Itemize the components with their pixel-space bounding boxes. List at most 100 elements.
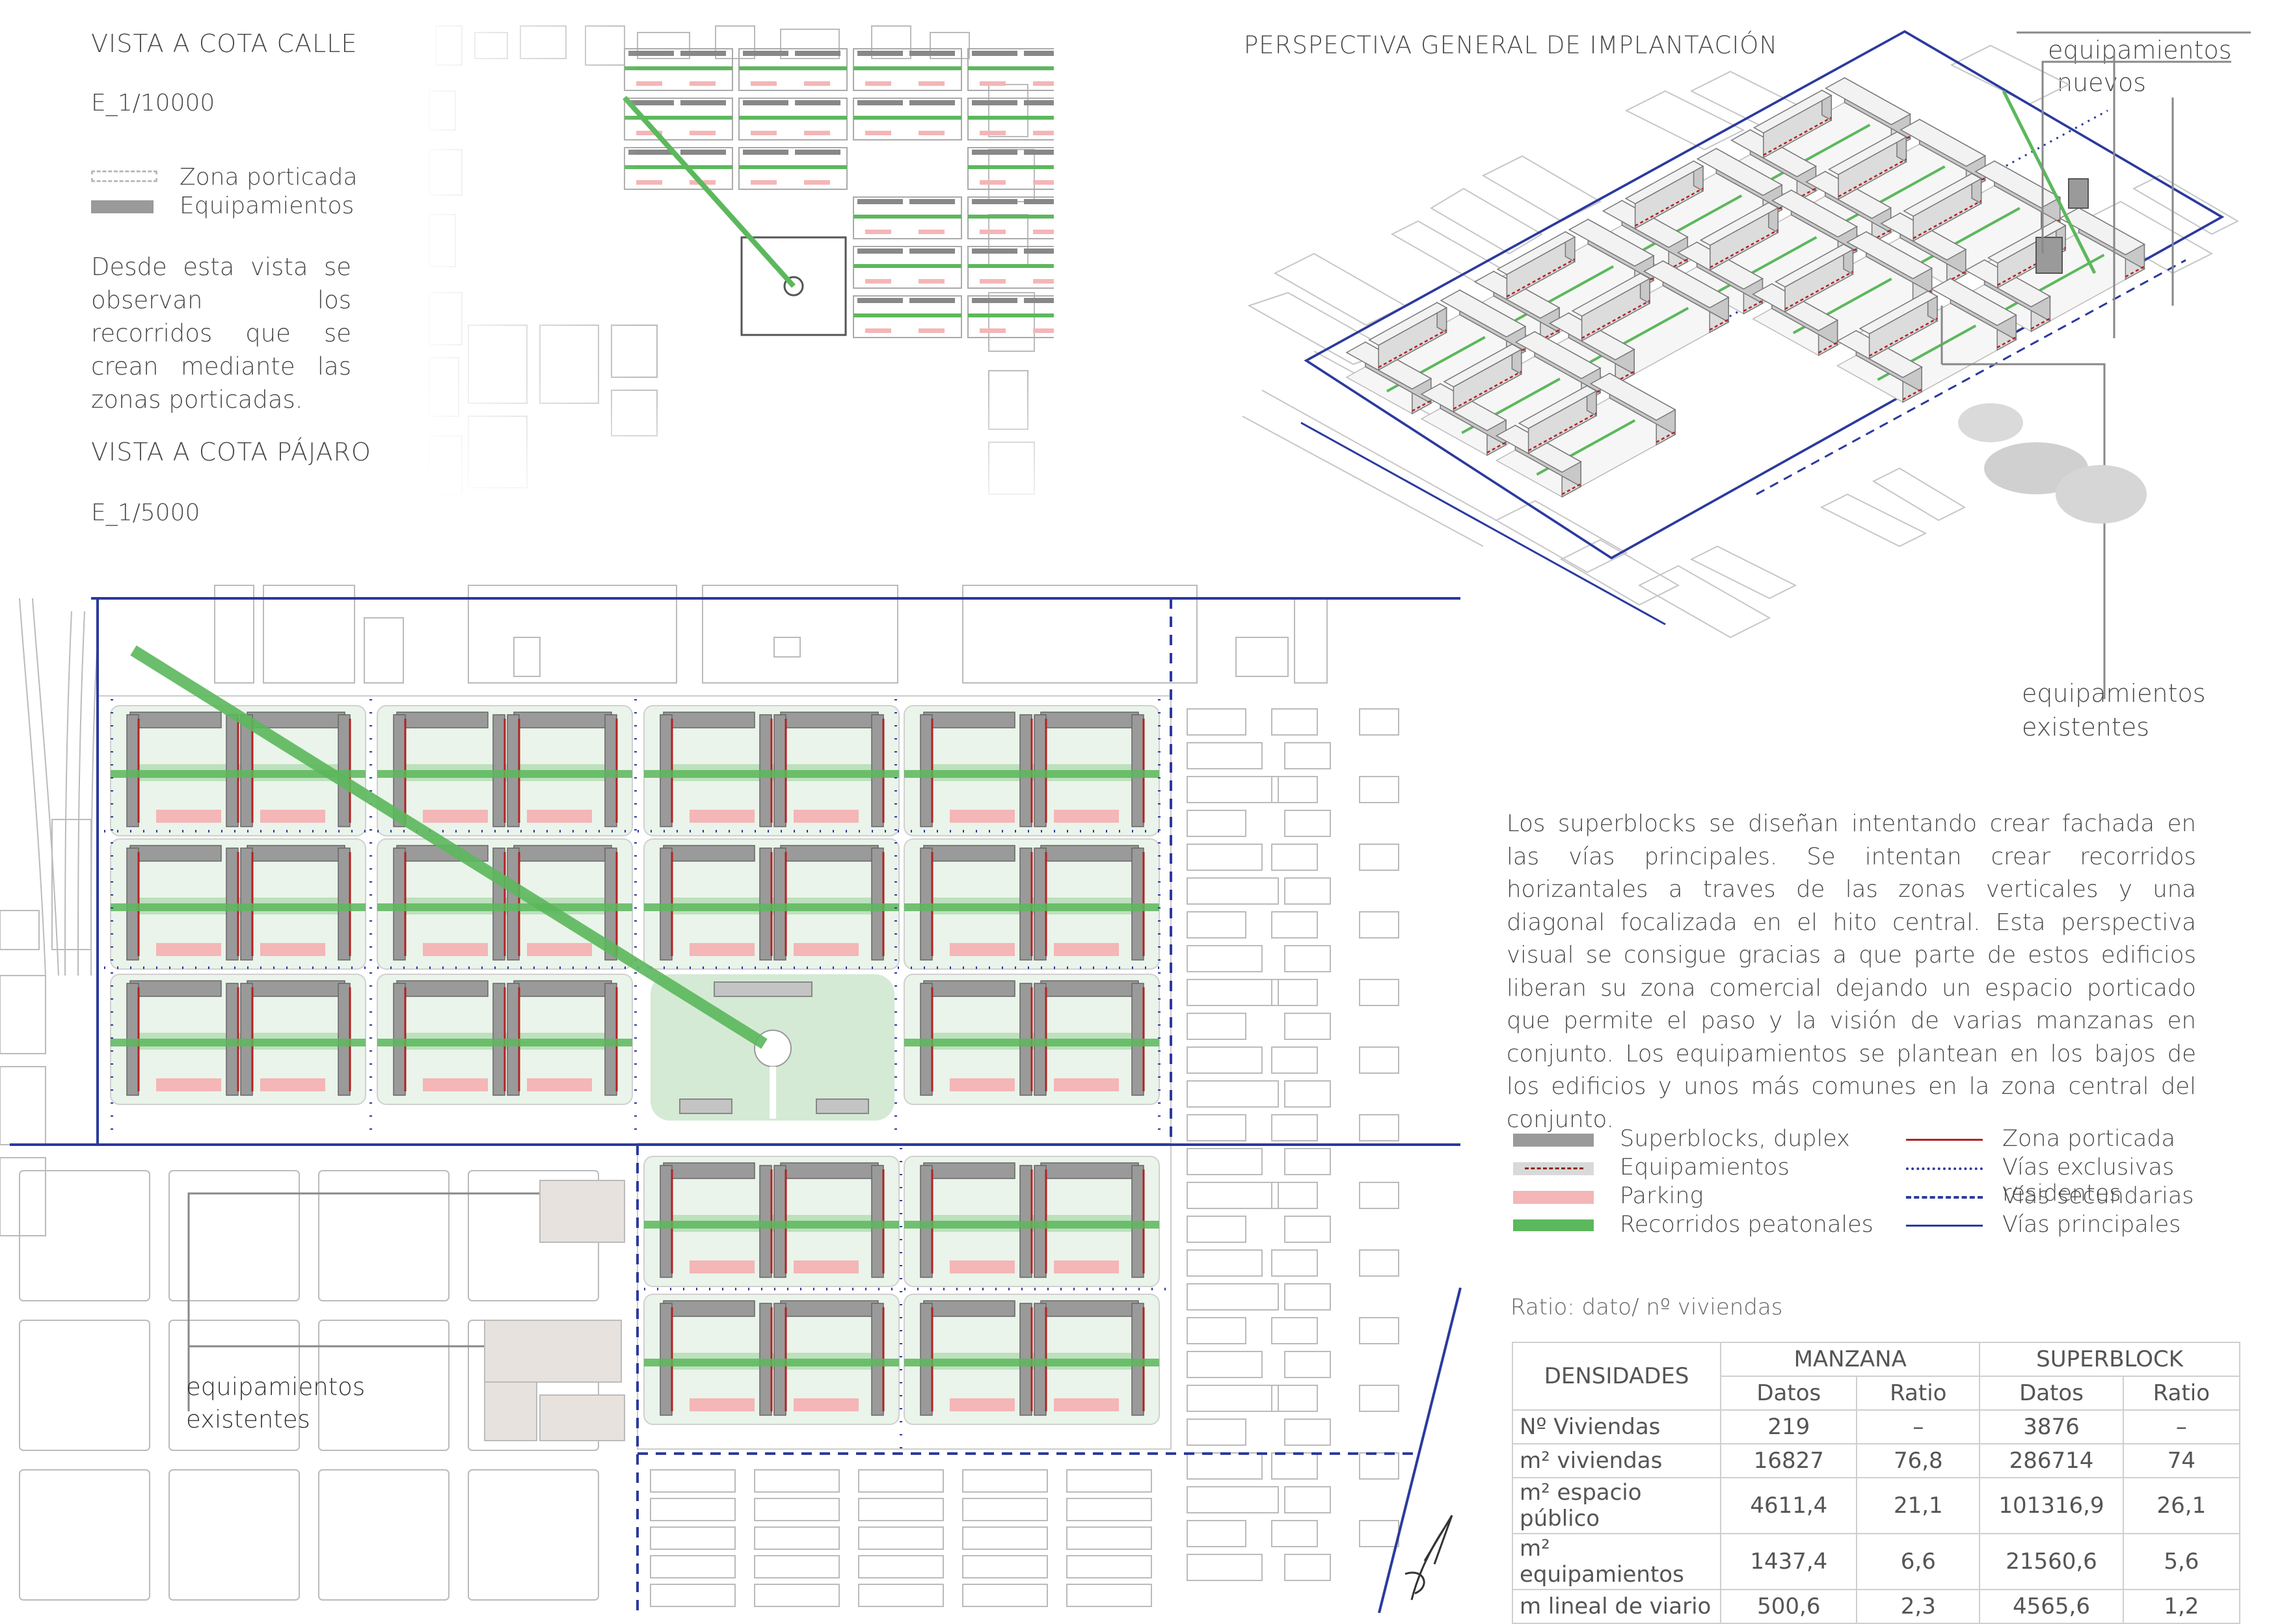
parking — [690, 1260, 755, 1273]
legend-vias-residentes: Vías exclusivas residentes — [2002, 1154, 2175, 1206]
building-bar — [513, 980, 612, 997]
context-lot — [1187, 1385, 1279, 1412]
parking — [1054, 943, 1119, 956]
axo-porticada — [2125, 265, 2145, 278]
building-bar — [1040, 1300, 1139, 1317]
axo-porticada — [1710, 229, 1779, 269]
context-lot — [1359, 708, 1399, 736]
building-bar — [663, 845, 755, 862]
context-lot — [1359, 1520, 1399, 1547]
axo-porticada — [1581, 300, 1650, 339]
axo-building-roof — [1828, 131, 1907, 176]
axo-building-roof — [1368, 302, 1448, 346]
legend-equip: Equipamientos — [1620, 1154, 1790, 1180]
context-block — [318, 1170, 450, 1301]
context-lot — [1359, 1046, 1399, 1074]
table-row: m lineal de viario 500,6 2,3 4565,6 1,2 — [1511, 1589, 2241, 1624]
axo-building-roof — [1548, 312, 1635, 361]
cell: 5,6 — [2122, 1533, 2241, 1590]
axo-building-roof — [1974, 160, 2061, 209]
axo-building-roof — [1752, 89, 1832, 134]
building-bar — [513, 712, 612, 728]
axo-building-roof — [1846, 231, 1933, 280]
context-lot — [1187, 911, 1246, 938]
building-bar — [129, 712, 222, 728]
axo-porticada — [1762, 206, 1782, 219]
legend-superblock: Superblocks, duplex — [1620, 1126, 1850, 1152]
context-lot — [650, 1584, 736, 1607]
axo-porticada — [1784, 271, 1854, 310]
context-lot — [1187, 1182, 1279, 1209]
context-lot — [650, 1498, 736, 1521]
parking — [1054, 1078, 1119, 1091]
parking — [950, 1260, 1015, 1273]
context-lot — [754, 1555, 840, 1578]
context-lot — [1187, 742, 1263, 769]
cell: 3876 — [1979, 1409, 2124, 1444]
building-bar — [129, 845, 222, 862]
legend-swatch-porticada — [1906, 1139, 1983, 1141]
axo-building-roof — [1899, 118, 1987, 167]
parking — [950, 810, 1015, 823]
axo-porticada — [1615, 371, 1635, 383]
axo-building-roof — [1420, 383, 1507, 431]
building-bar — [923, 712, 1015, 728]
parking — [950, 1398, 1015, 1411]
context-lot — [650, 1555, 736, 1578]
label-equip-nuevos: equipamientos nuevos — [2048, 34, 2232, 99]
parking — [527, 943, 592, 956]
context-lot — [1359, 776, 1399, 803]
context-lot — [1284, 1148, 1331, 1175]
parking — [794, 810, 859, 823]
context-block — [318, 1320, 450, 1451]
axo-porticada — [1453, 371, 1522, 410]
axo-porticada — [1378, 329, 1447, 368]
axo-porticada — [1946, 271, 1967, 283]
context-lot — [754, 1498, 840, 1521]
parking — [690, 943, 755, 956]
context-lot — [1066, 1526, 1152, 1550]
legend-swatch-parking — [1513, 1191, 1594, 1204]
axo-building-roof — [1571, 273, 1651, 317]
legend-vias-secundarias: Vías secundarias — [2002, 1183, 2194, 1209]
context-lot — [858, 1498, 944, 1521]
axo-porticada — [1709, 319, 1729, 331]
axo-porticada — [1486, 441, 1507, 454]
building-bar — [780, 1162, 879, 1179]
table-row: Nº Viviendas 219 – 3876 – — [1511, 1409, 2241, 1444]
parking — [260, 810, 325, 823]
context-lot — [962, 1526, 1048, 1550]
north-arrow-icon — [1404, 1515, 1453, 1601]
axo-porticada — [1913, 200, 1982, 239]
axo-porticada — [1506, 347, 1526, 360]
axo-porticada — [1763, 116, 1832, 156]
parking — [423, 810, 488, 823]
cell: 16827 — [1720, 1443, 1858, 1478]
th-m-datos: Datos — [1720, 1376, 1858, 1411]
axo-porticada — [1540, 329, 1560, 341]
context-lot — [1187, 1520, 1246, 1547]
context-lot — [962, 1469, 1048, 1493]
axo-porticada — [1838, 158, 1907, 198]
context-lot — [1284, 1486, 1331, 1513]
label-equip-existentes-plan-2: existentes — [186, 1405, 310, 1433]
axo-building-roof — [1771, 189, 1858, 238]
axo-porticada — [1743, 300, 1764, 312]
context-block — [19, 1320, 150, 1451]
axo-building-roof — [1836, 330, 1923, 379]
context-lot — [1187, 1216, 1246, 1243]
label-equip-nuevos-1: equipamientos — [2048, 36, 2232, 64]
context-lot — [1187, 1283, 1279, 1311]
axo-diagonal — [2002, 90, 2097, 274]
axo-porticada — [1634, 277, 1654, 289]
axo-building-roof — [1443, 343, 1523, 388]
axo-building-roof — [1677, 241, 1764, 290]
axo-building-roof — [1696, 148, 1783, 196]
legend-porticada-label: Zona porticada — [180, 164, 358, 191]
context-lot — [754, 1526, 840, 1550]
context-lot — [1359, 1249, 1399, 1277]
cell: 74 — [2122, 1443, 2241, 1478]
table-row: m² equipamientos 1437,4 6,6 21560,6 5,6 — [1511, 1533, 2241, 1590]
parking — [950, 943, 1015, 956]
context-lot — [1284, 1351, 1331, 1378]
